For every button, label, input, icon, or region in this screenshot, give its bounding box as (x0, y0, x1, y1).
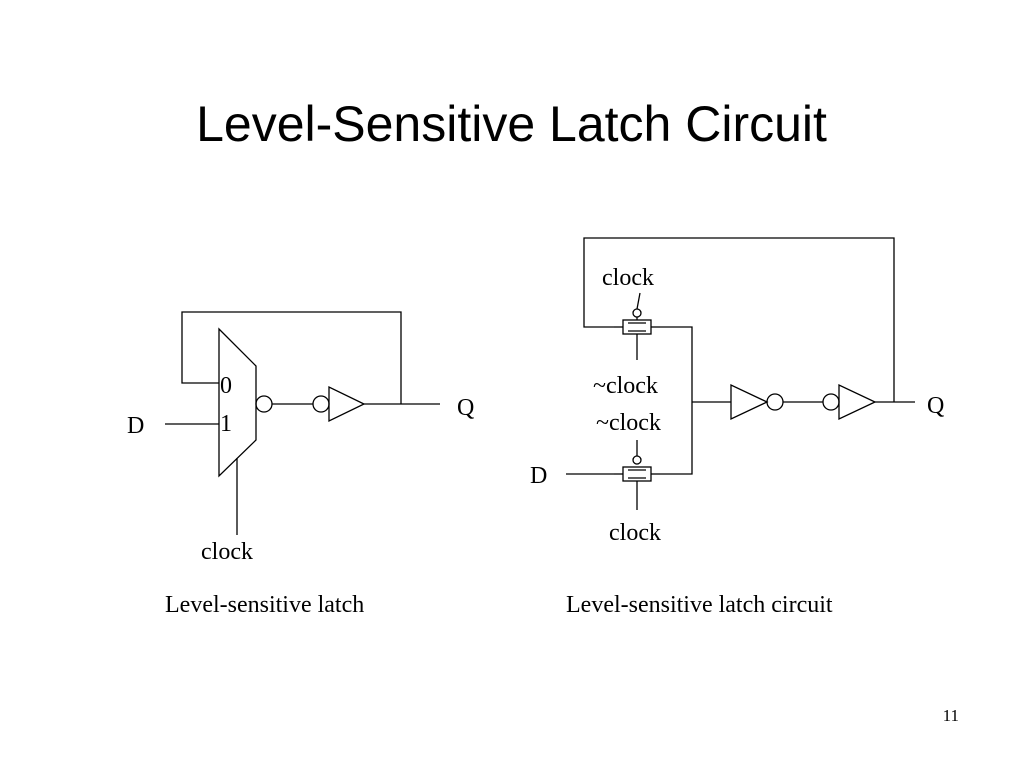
lower-gate-notclock-label: ~clock (596, 410, 661, 436)
upper-transmission-gate (614, 292, 660, 360)
upper-gate-notclock-label: ~clock (593, 373, 658, 399)
mux-input-0-label: 0 (220, 373, 232, 399)
mux-input-1-label: 1 (220, 411, 232, 437)
right-caption: Level-sensitive latch circuit (566, 592, 833, 618)
lower-transmission-gate (614, 440, 660, 510)
mux-shape (218, 327, 257, 478)
right-q-label: Q (927, 393, 944, 419)
lower-gate-clock-label: clock (609, 520, 661, 546)
upper-gate-clock-label: clock (602, 265, 654, 291)
left-d-label: D (127, 413, 144, 439)
first-inverter-triangle (730, 383, 769, 421)
mux-output-bubble (255, 395, 273, 413)
left-caption: Level-sensitive latch (165, 592, 364, 618)
left-q-label: Q (457, 395, 474, 421)
right-d-label: D (530, 463, 547, 489)
feedback-wire (181, 311, 402, 404)
second-inverter-triangle (838, 383, 877, 421)
slide-title: Level-Sensitive Latch Circuit (196, 96, 827, 152)
inverter-triangle (328, 385, 366, 423)
left-latch-diagram (165, 311, 440, 535)
page-number: 11 (942, 706, 959, 725)
right-latch-diagram (566, 237, 915, 510)
first-inverter-bubble (766, 393, 784, 411)
inverter-bubble (312, 395, 330, 413)
right-feedback-wire (583, 237, 895, 402)
second-inverter-bubble (822, 393, 840, 411)
left-clock-label: clock (201, 539, 253, 565)
upper-gate-output-wire (660, 326, 693, 475)
